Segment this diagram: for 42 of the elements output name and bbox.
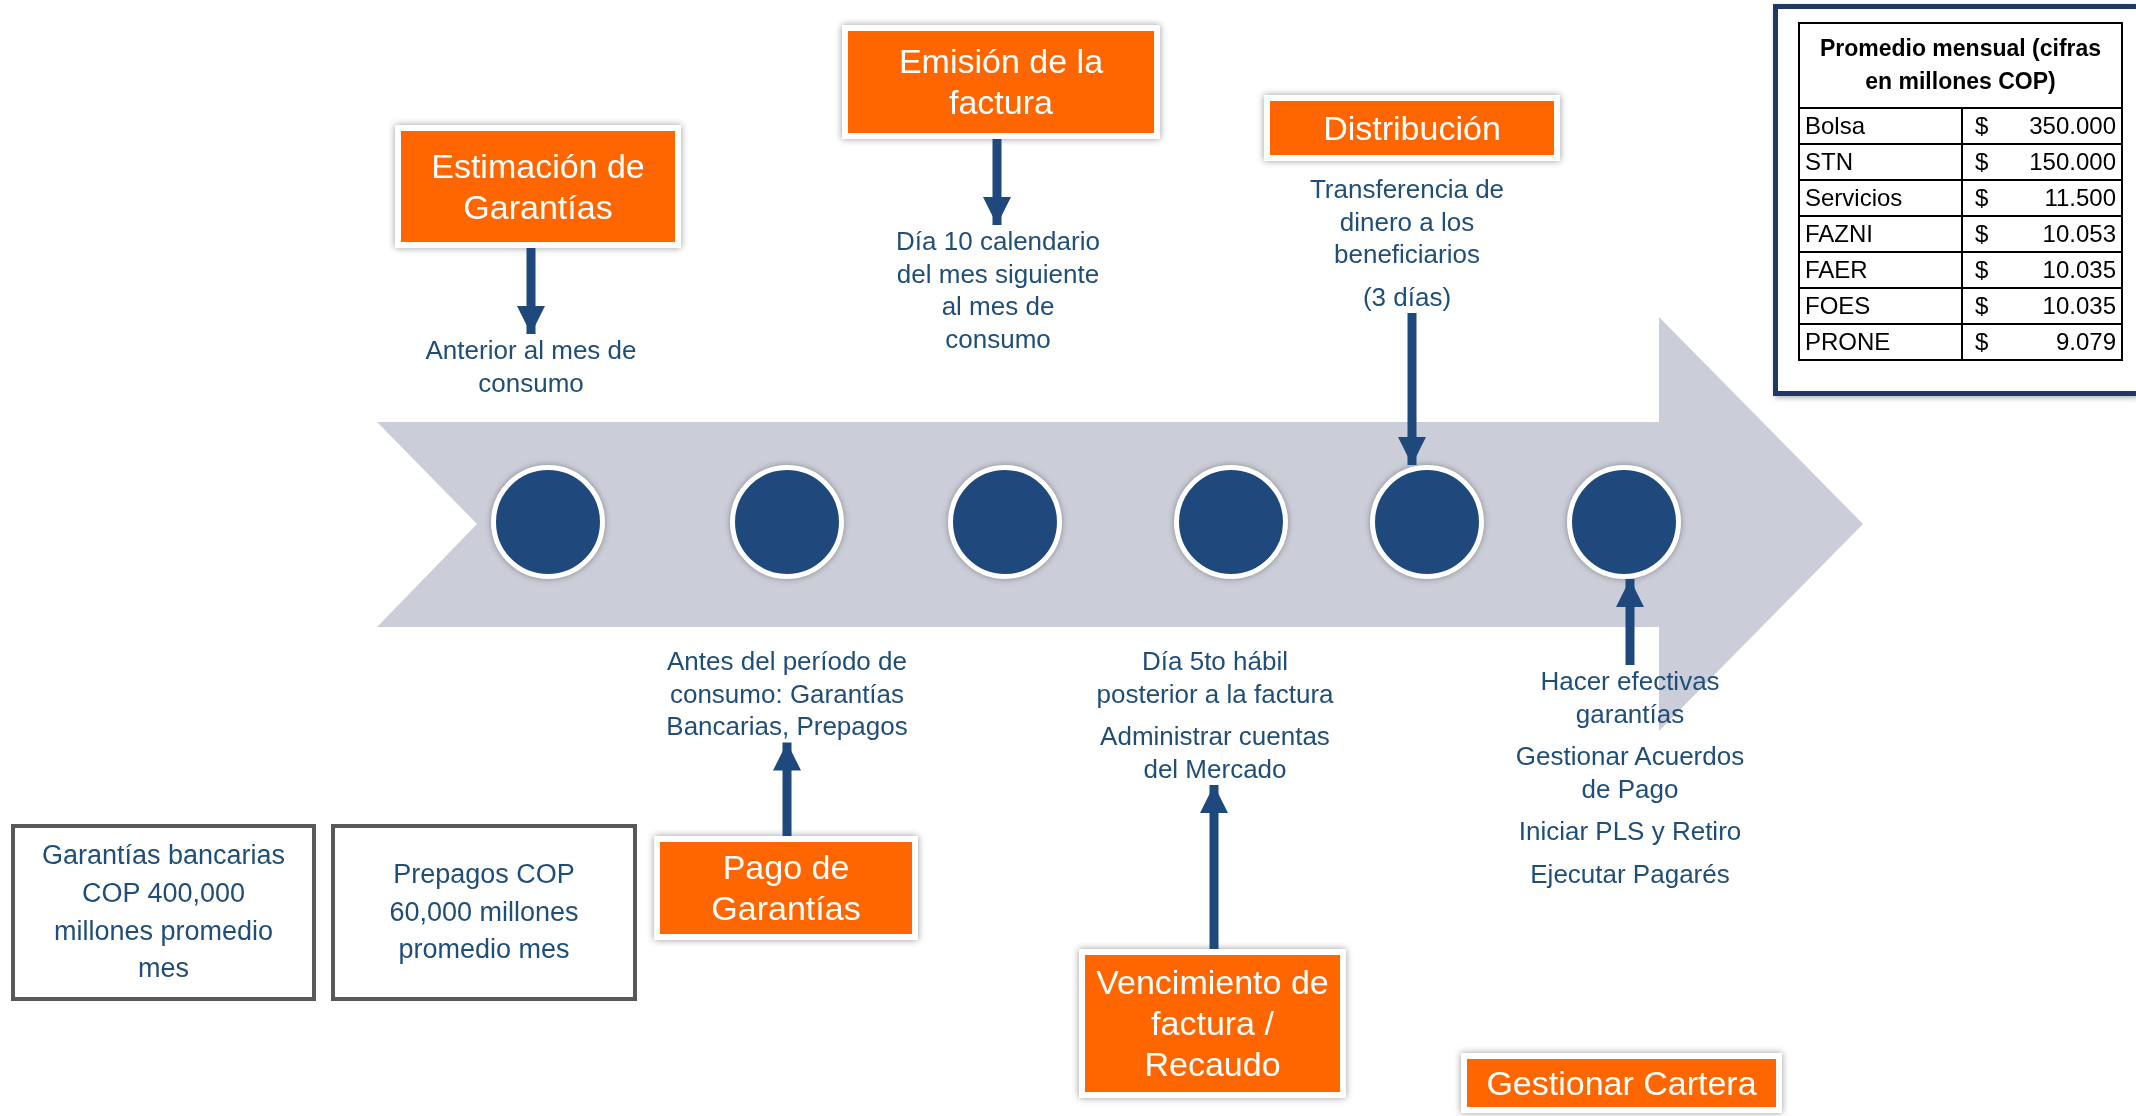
arrow [983, 139, 1011, 225]
summary-text: Garantías bancarias COP 400,000 millones promedio mes [40, 838, 287, 986]
summary-text: Prepagos COP 60,000 millones promedio mes [388, 857, 580, 967]
step-title: Emisión de la factura [897, 41, 1105, 123]
step-note: Iniciar PLS y Retiro [1518, 815, 1742, 848]
table-cell: 10.035 [2000, 251, 2122, 288]
table-cell: PRONE [1799, 323, 1962, 360]
summary-box [331, 824, 637, 1001]
step-note: Ejecutar Pagarés [1530, 857, 1730, 890]
table-cell: 150.000 [2000, 143, 2122, 180]
step-note: Día 5to hábil posterior a la factura [1095, 645, 1335, 710]
step-note: Hacer efectivas garantías [1539, 665, 1721, 730]
step-note: Transferencia de dinero a los beneficiarios [1308, 173, 1506, 271]
step-title: Pago de Garantías [710, 847, 862, 929]
table-cell: FOES [1799, 287, 1962, 324]
step-note: Día 10 calendario del mes siguiente al mes de consumo [895, 225, 1101, 355]
arrow [517, 248, 545, 334]
step-note: Antes del período de consumo: Garantías Bancarias, Prepagos [665, 645, 909, 743]
arrow [1616, 579, 1644, 665]
step-title: Vencimiento de factura / Recaudo [1095, 962, 1330, 1085]
arrow [773, 742, 801, 836]
table-cell: FAZNI [1799, 215, 1962, 252]
table-cell: 11.500 [2000, 179, 2122, 216]
arrow [1398, 313, 1426, 465]
step-title: Estimación de Garantías [430, 145, 646, 228]
step-note: (3 días) [1362, 280, 1452, 313]
table-cell: 10.053 [2000, 215, 2122, 252]
step-title: Distribución [1323, 107, 1501, 149]
step-note: Gestionar Acuerdos de Pago [1514, 740, 1746, 805]
summary-box [11, 824, 316, 1001]
arrow [1200, 785, 1228, 949]
table-cell: STN [1799, 143, 1962, 180]
table-header: Promedio mensual (cifras en millones COP) [1799, 23, 2122, 108]
table-cell: 350.000 [2000, 107, 2122, 144]
table-cell: Servicios [1799, 179, 1962, 216]
step-note: Administrar cuentas del Mercado [1099, 720, 1331, 785]
table-cell: FAER [1799, 251, 1962, 288]
step-title: Gestionar Cartera [1486, 1062, 1757, 1104]
table-cell: 10.035 [2000, 287, 2122, 324]
table-cell: Bolsa [1799, 107, 1962, 144]
step-note: Anterior al mes de consumo [424, 334, 638, 399]
table-cell: 9.079 [2000, 323, 2122, 360]
